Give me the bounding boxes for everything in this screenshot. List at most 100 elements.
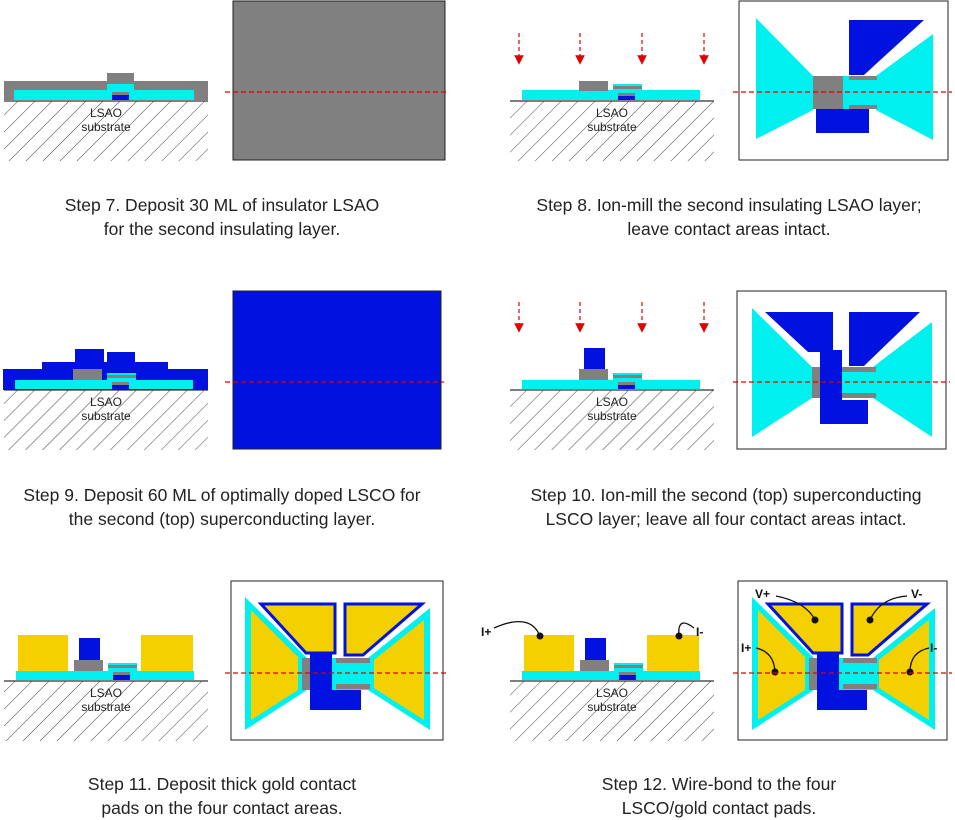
substrate	[4, 390, 208, 450]
insulator-edge-left	[4, 90, 14, 101]
substrate-label-line1: LSAO	[596, 395, 628, 409]
label-v-plus: V+	[755, 587, 770, 601]
lsco-wing-right	[876, 34, 933, 140]
bond-point-i-plus-top	[771, 668, 779, 676]
substrate-label-line2: substrate	[81, 120, 131, 134]
insulator-left	[809, 658, 817, 690]
junction-blue	[618, 385, 635, 389]
step9-top-view	[232, 290, 442, 450]
junction-blue	[113, 675, 130, 680]
step11-cross-section	[4, 635, 208, 741]
insulator-cap	[614, 665, 643, 668]
step10-arrows	[514, 302, 709, 333]
label-v-minus: V-	[911, 587, 922, 601]
insulator-block	[579, 81, 608, 91]
step10-cross-section	[510, 348, 714, 450]
top-contact-blue	[849, 20, 924, 75]
top-lsco-foot	[310, 690, 361, 710]
substrate-label-line2: substrate	[587, 120, 637, 134]
insulator-bump	[107, 73, 134, 82]
gold-pad-left	[18, 635, 68, 671]
junction-blue	[619, 675, 636, 680]
top-lsco-block	[79, 638, 100, 661]
lsco-wing-left	[752, 308, 812, 437]
substrate-label-line1: LSAO	[596, 686, 628, 700]
insulator-strip-top	[849, 76, 877, 80]
insulator-strip-bottom	[843, 684, 877, 689]
insulator-cap	[107, 375, 136, 378]
step8-cross-section	[510, 81, 714, 161]
caption-line: Step 9. Deposit 60 ML of optimally doped…	[23, 485, 421, 505]
top-lsco-foot	[820, 400, 868, 424]
step12-cross-section: I+ I-	[481, 620, 714, 741]
junction-gray	[618, 382, 635, 385]
gold-pad-top-left	[257, 602, 337, 655]
top-lsco-wing-right	[849, 312, 920, 366]
lsco-wing-left	[756, 18, 813, 139]
bottom-lsco-layer	[15, 380, 193, 389]
bottom-lsco-layer	[522, 671, 700, 680]
caption-line: Step 10. Ion-mill the second (top) super…	[530, 485, 922, 505]
insulator-block	[73, 369, 102, 380]
step11-caption: Step 11. Deposit thick gold contact pads…	[12, 772, 432, 820]
caption-line: Step 11. Deposit thick gold contact	[87, 774, 357, 794]
top-lsco-block	[585, 638, 606, 661]
top-lsco-wing-left	[765, 312, 833, 352]
step8-caption: Step 8. Ion-mill the second insulating L…	[519, 193, 939, 241]
step8-top-view	[738, 0, 949, 161]
insulator-strip-top	[336, 658, 370, 663]
junction-blue	[112, 385, 129, 389]
lsco-wing-right	[873, 322, 932, 437]
step7-top-view	[232, 0, 446, 161]
substrate	[510, 681, 714, 741]
insulator-cap	[613, 375, 642, 378]
bottom-contact-blue	[816, 109, 869, 133]
insulator-layer	[4, 81, 208, 90]
caption-line: Step 12. Wire-bond to the four	[601, 774, 837, 794]
insulator-cap	[613, 86, 642, 89]
caption-line: LSCO layer; leave all four contact areas…	[545, 509, 907, 529]
top-lsco-block	[584, 348, 605, 370]
caption-line: for the second insulating layer.	[103, 219, 341, 239]
step12-top-view: V+ V- I+ I-	[737, 580, 948, 741]
gold-wing-left	[251, 610, 301, 720]
substrate-label-line1: LSAO	[90, 106, 122, 120]
gold-wing-right	[879, 620, 929, 720]
substrate-label-line2: substrate	[81, 409, 131, 423]
step8-arrows	[514, 33, 709, 65]
lsco-bump	[107, 84, 134, 94]
junction-gray	[618, 93, 635, 96]
substrate-label-line2: substrate	[587, 700, 637, 714]
wire-i-plus	[493, 620, 541, 637]
caption-line: pads on the four contact areas.	[101, 798, 343, 818]
bond-point-i-minus	[675, 632, 683, 640]
substrate-label-line1: LSAO	[90, 686, 122, 700]
caption-line: Step 7. Deposit 30 ML of insulator LSAO	[64, 195, 380, 215]
substrate-label-line2: substrate	[81, 700, 131, 714]
substrate-label-line1: LSAO	[90, 395, 122, 409]
junction-blue	[112, 95, 129, 100]
gold-wing-right	[374, 620, 424, 720]
bottom-lsco-layer	[16, 671, 194, 680]
substrate	[4, 101, 208, 161]
step9-cross-section	[3, 349, 208, 450]
gold-pad-right	[141, 635, 193, 671]
bond-point-v-minus	[866, 616, 874, 624]
caption-line: LSCO/gold contact pads.	[621, 798, 817, 818]
insulator-left	[302, 658, 310, 690]
junction-blue	[618, 96, 635, 100]
label-i-plus-top: I+	[741, 641, 751, 655]
junction-gray	[619, 672, 636, 675]
gold-wing-left	[758, 610, 808, 720]
junction-gray	[113, 672, 130, 675]
junction-gray	[112, 382, 129, 385]
step7-caption: Step 7. Deposit 30 ML of insulator LSAO …	[12, 193, 432, 241]
caption-line: leave contact areas intact.	[627, 219, 831, 239]
step12-caption: Step 12. Wire-bond to the four LSCO/gold…	[509, 772, 929, 820]
step10-top-view	[736, 290, 947, 450]
caption-line: Step 8. Ion-mill the second insulating L…	[536, 195, 922, 215]
gold-pad-top-left	[764, 602, 844, 655]
bottom-lsco-layer	[522, 90, 700, 100]
insulator-strip-bottom	[849, 105, 877, 109]
